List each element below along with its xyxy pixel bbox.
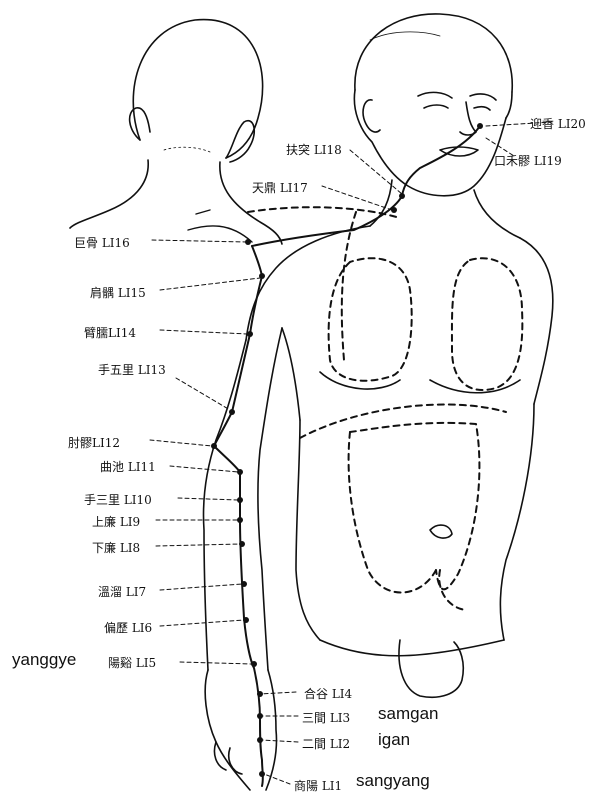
- internal-organs: [248, 207, 522, 610]
- front-head-figure: [354, 14, 512, 196]
- label-LI6: 偏歷 LI6: [104, 619, 152, 636]
- back-head-figure: [70, 20, 282, 244]
- label-LI19: 口禾髎 LI19: [494, 152, 562, 169]
- label-LI9: 上廉 LI9: [92, 513, 140, 530]
- label-LI3: 三間 LI3: [302, 709, 350, 726]
- label-LI1: 商陽 LI1: [294, 777, 342, 794]
- label-LI5: 陽谿 LI5: [108, 654, 156, 671]
- label-LI11: 曲池 LI11: [100, 458, 156, 475]
- torso-figure: [296, 180, 553, 697]
- romanized-igan: igan: [378, 730, 410, 750]
- arm-figure: [204, 226, 371, 790]
- label-LI14: 臂臑LI14: [84, 324, 136, 341]
- label-LI10: 手三里 LI10: [84, 491, 152, 508]
- label-LI20: 迎香 LI20: [530, 115, 586, 132]
- label-LI7: 溫溜 LI7: [98, 583, 146, 600]
- label-LI12: 肘髎LI12: [68, 434, 120, 451]
- label-LI13: 手五里 LI13: [98, 361, 166, 378]
- label-LI18: 扶突 LI18: [286, 141, 342, 158]
- label-LI15: 肩髃 LI15: [90, 284, 146, 301]
- label-LI8: 下廉 LI8: [92, 539, 140, 556]
- romanized-yanggye: yanggye: [12, 650, 76, 670]
- label-LI17: 天鼎 LI17: [252, 179, 308, 196]
- label-LI4: 合谷 LI4: [304, 685, 352, 702]
- acupoint-markers: [211, 123, 483, 777]
- romanized-samgan: samgan: [378, 704, 438, 724]
- label-LI16: 巨骨 LI16: [74, 234, 130, 251]
- romanized-sangyang: sangyang: [356, 771, 430, 791]
- label-LI2: 二間 LI2: [302, 735, 350, 752]
